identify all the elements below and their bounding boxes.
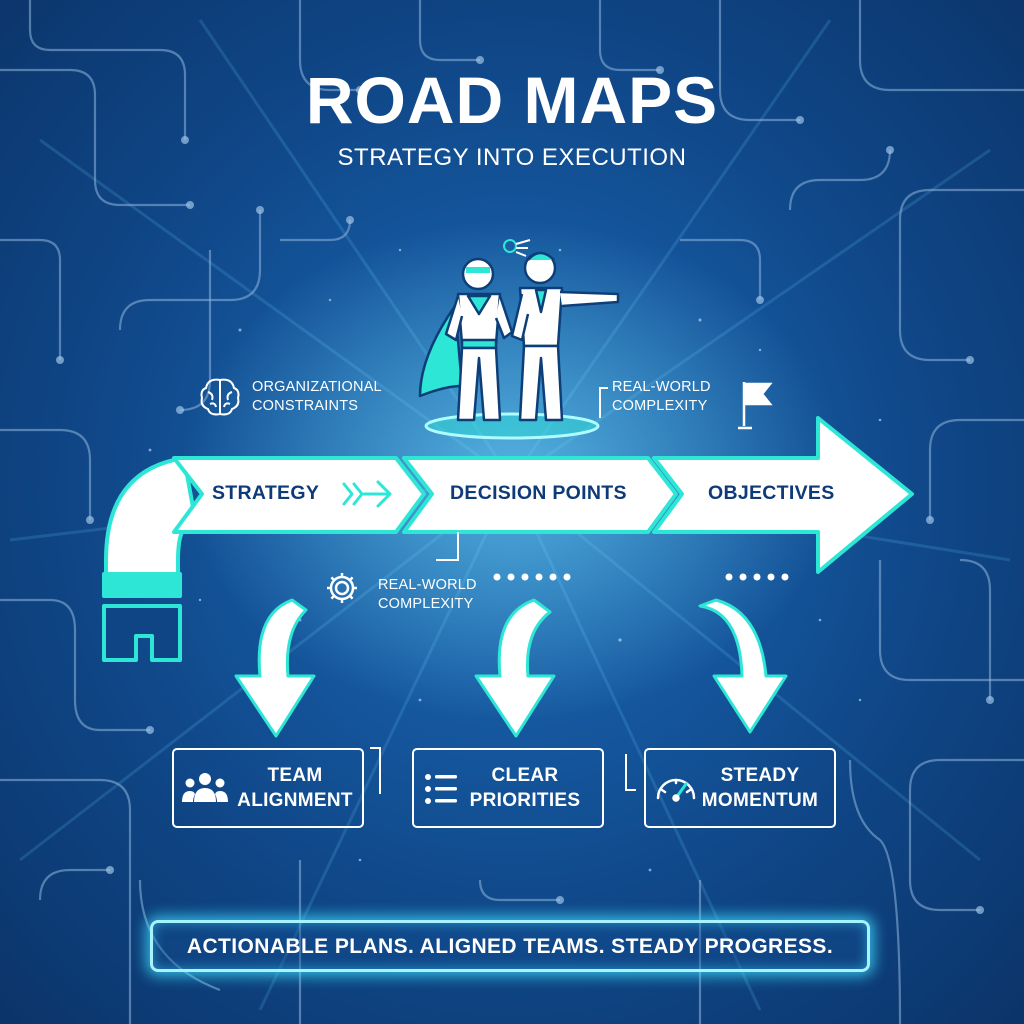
list-icon	[425, 774, 457, 804]
outcome-card-team-alignment	[172, 748, 364, 828]
dot-row	[493, 573, 571, 581]
dot-row	[725, 573, 789, 581]
segment-decision-points	[402, 456, 678, 534]
stage-strategy-label: STRATEGY	[212, 482, 320, 504]
gear-icon	[327, 573, 357, 603]
brain-icon	[200, 378, 240, 416]
card-bracket	[370, 747, 381, 794]
annotation-complexity-top: REAL-WORLD COMPLEXITY	[612, 379, 711, 414]
speedometer-icon	[656, 778, 696, 802]
outcome-clear-priorities-label: CLEAR PRIORITIES	[469, 765, 581, 811]
down-arrow-3	[698, 598, 788, 734]
team-icon	[182, 773, 228, 802]
outcome-card-clear-priorities	[412, 748, 604, 828]
outcome-card-steady-momentum	[644, 748, 836, 828]
outcome-steady-momentum-label: STEADY MOMENTUM	[701, 765, 819, 811]
page-subtitle: STRATEGY INTO EXECUTION	[337, 144, 687, 171]
connector-bracket	[599, 387, 608, 418]
segment-strategy	[172, 456, 426, 534]
superhero-figure	[418, 257, 514, 422]
stage-decision-points-label: DECISION POINTS	[450, 482, 627, 504]
chevron-arrow-icon	[342, 480, 392, 508]
tagline-text: ACTIONABLE PLANS. ALIGNED TEAMS. STEADY …	[186, 935, 834, 958]
elbow-pipe	[102, 456, 198, 662]
page-title: ROAD MAPS	[305, 63, 719, 137]
down-arrow-1	[234, 598, 316, 738]
process-arrow	[102, 416, 914, 662]
card-bracket	[625, 754, 636, 791]
circuit-nodes	[56, 56, 994, 914]
annotation-complexity-bottom: REAL-WORLD COMPLEXITY	[378, 577, 477, 612]
outcome-team-alignment-label: TEAM ALIGNMENT	[237, 765, 353, 811]
connector-line	[436, 532, 459, 561]
flag-icon	[738, 382, 773, 430]
segment-objectives	[652, 416, 914, 574]
down-arrow-2	[474, 598, 556, 738]
star-particles	[148, 248, 882, 872]
wing-emblem-icon	[503, 239, 531, 257]
tagline-banner: ACTIONABLE PLANS. ALIGNED TEAMS. STEADY …	[150, 920, 870, 972]
hero-figures	[418, 239, 620, 440]
stage-objectives-label: OBJECTIVES	[708, 482, 835, 504]
annotation-org-constraints: ORGANIZATIONAL CONSTRAINTS	[252, 379, 382, 414]
businessman-figure	[510, 251, 620, 422]
